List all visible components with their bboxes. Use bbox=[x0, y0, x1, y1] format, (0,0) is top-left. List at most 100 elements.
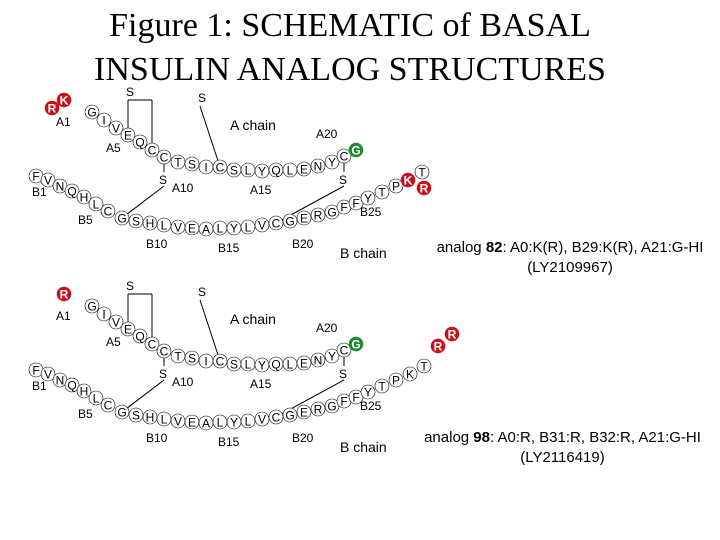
residue-circle bbox=[324, 154, 340, 170]
residue-letter: C bbox=[148, 338, 157, 352]
residue-letter: C bbox=[160, 345, 169, 359]
residue-letter: E bbox=[188, 416, 196, 430]
b-chain-residue: H bbox=[76, 383, 92, 399]
s-label: S bbox=[198, 285, 206, 299]
b-chain-residue: L bbox=[212, 414, 228, 430]
residue-circle bbox=[296, 404, 312, 420]
residue-letter: F bbox=[32, 170, 39, 184]
a20-label: A20 bbox=[316, 127, 338, 141]
residue-circle bbox=[108, 120, 124, 136]
residue-letter: K bbox=[406, 368, 414, 382]
residue-letter: F bbox=[352, 197, 359, 211]
a10-label: A10 bbox=[172, 181, 194, 195]
b-chain-residue: L bbox=[156, 411, 172, 427]
residue-letter: Y bbox=[258, 359, 266, 373]
residue-circle bbox=[132, 134, 148, 150]
b10-label: B10 bbox=[146, 237, 168, 251]
residue-letter: Y bbox=[364, 192, 372, 206]
residue-letter: S bbox=[230, 164, 238, 178]
residue-letter: L bbox=[287, 358, 294, 372]
b-chain-residue: G bbox=[282, 213, 298, 229]
residue-letter: L bbox=[93, 198, 100, 212]
caption-description: : A0:R, B31:R, B32:R, A21:G-HI bbox=[489, 429, 701, 446]
residue-circle bbox=[144, 336, 160, 352]
a-chain-residue: Q bbox=[268, 162, 284, 178]
residue-circle bbox=[282, 407, 298, 423]
residue-letter: V bbox=[112, 122, 120, 136]
residue-letter: N bbox=[314, 354, 323, 368]
disulfide-line bbox=[121, 185, 165, 219]
residue-letter: T bbox=[174, 156, 182, 170]
residue-circle bbox=[296, 210, 312, 226]
a-chain-residue: C bbox=[156, 149, 172, 165]
residue-letter: G bbox=[327, 206, 336, 220]
residue-circle bbox=[212, 353, 228, 369]
residue-letter: L bbox=[217, 416, 224, 430]
residue-circle bbox=[324, 348, 340, 364]
residue-letter: R bbox=[434, 340, 443, 354]
b25-label: B25 bbox=[360, 399, 382, 413]
residue-circle bbox=[310, 352, 326, 368]
b-chain-residue: R bbox=[310, 207, 326, 223]
b5-label: B5 bbox=[78, 213, 93, 227]
residue-circle bbox=[56, 286, 72, 302]
residue-letter: R bbox=[448, 328, 457, 342]
a-chain-residue: C bbox=[336, 148, 352, 164]
residue-letter: L bbox=[287, 164, 294, 178]
residue-circle bbox=[402, 366, 418, 382]
b-chain-residue: V bbox=[254, 217, 270, 233]
residue-circle bbox=[184, 156, 200, 172]
a-chain-residue: V bbox=[108, 120, 124, 136]
residue-letter: G bbox=[117, 406, 126, 420]
residue-letter: K bbox=[404, 174, 413, 188]
residue-circle bbox=[444, 326, 460, 342]
residue-letter: C bbox=[216, 355, 225, 369]
b-chain-residue: V bbox=[254, 411, 270, 427]
residue-circle bbox=[310, 401, 326, 417]
residue-letter: E bbox=[300, 163, 308, 177]
b-chain-residue: P bbox=[388, 372, 404, 388]
b-chain-residue: Y bbox=[226, 220, 242, 236]
residue-letter: A bbox=[202, 223, 210, 237]
a-chain-residue: E bbox=[296, 355, 312, 371]
b-chain-residue: Q bbox=[64, 183, 80, 199]
a1-label: A1 bbox=[56, 309, 71, 323]
a-chain-residue: E bbox=[120, 321, 136, 337]
residue-letter: N bbox=[56, 180, 65, 194]
residue-letter: R bbox=[48, 102, 57, 116]
residue-letter: N bbox=[56, 374, 65, 388]
residue-circle bbox=[348, 336, 364, 352]
residue-circle bbox=[96, 112, 112, 128]
residue-letter: T bbox=[174, 350, 182, 364]
b-chain-residue: S bbox=[128, 213, 144, 229]
residue-letter: V bbox=[174, 415, 182, 429]
a-chain-residue: C bbox=[212, 159, 228, 175]
residue-letter: R bbox=[314, 403, 323, 417]
residue-letter: L bbox=[161, 219, 168, 233]
residue-letter: Y bbox=[230, 222, 238, 236]
a-chain-residue: E bbox=[296, 161, 312, 177]
a-chain-residue: V bbox=[108, 314, 124, 330]
residue-circle bbox=[144, 142, 160, 158]
residue-circle bbox=[64, 183, 80, 199]
title-line-1: Figure 1: SCHEMATIC of BASAL bbox=[109, 7, 591, 44]
residue-letter: S bbox=[132, 409, 140, 423]
b-chain-residue: Q bbox=[64, 377, 80, 393]
b-chain-residue: R bbox=[310, 401, 326, 417]
residue-circle bbox=[416, 358, 432, 374]
compound-code: (LY2116419) bbox=[520, 449, 605, 466]
title-line-2: INSULIN ANALOG STRUCTURES bbox=[94, 51, 606, 88]
a-chain-residue: G bbox=[84, 298, 100, 314]
residue-letter: Q bbox=[67, 185, 76, 199]
residue-letter: L bbox=[245, 415, 252, 429]
residue-letter: L bbox=[161, 413, 168, 427]
residue-circle bbox=[132, 328, 148, 344]
residue-circle bbox=[76, 189, 92, 205]
a-chain-residue: C bbox=[156, 343, 172, 359]
residue-letter: I bbox=[102, 308, 105, 322]
residue-circle bbox=[374, 378, 390, 394]
caption-description: : A0:K(R), B29:K(R), A21:G-HI bbox=[502, 239, 704, 256]
b-chain-residue: A bbox=[198, 221, 214, 237]
residue-circle bbox=[296, 355, 312, 371]
